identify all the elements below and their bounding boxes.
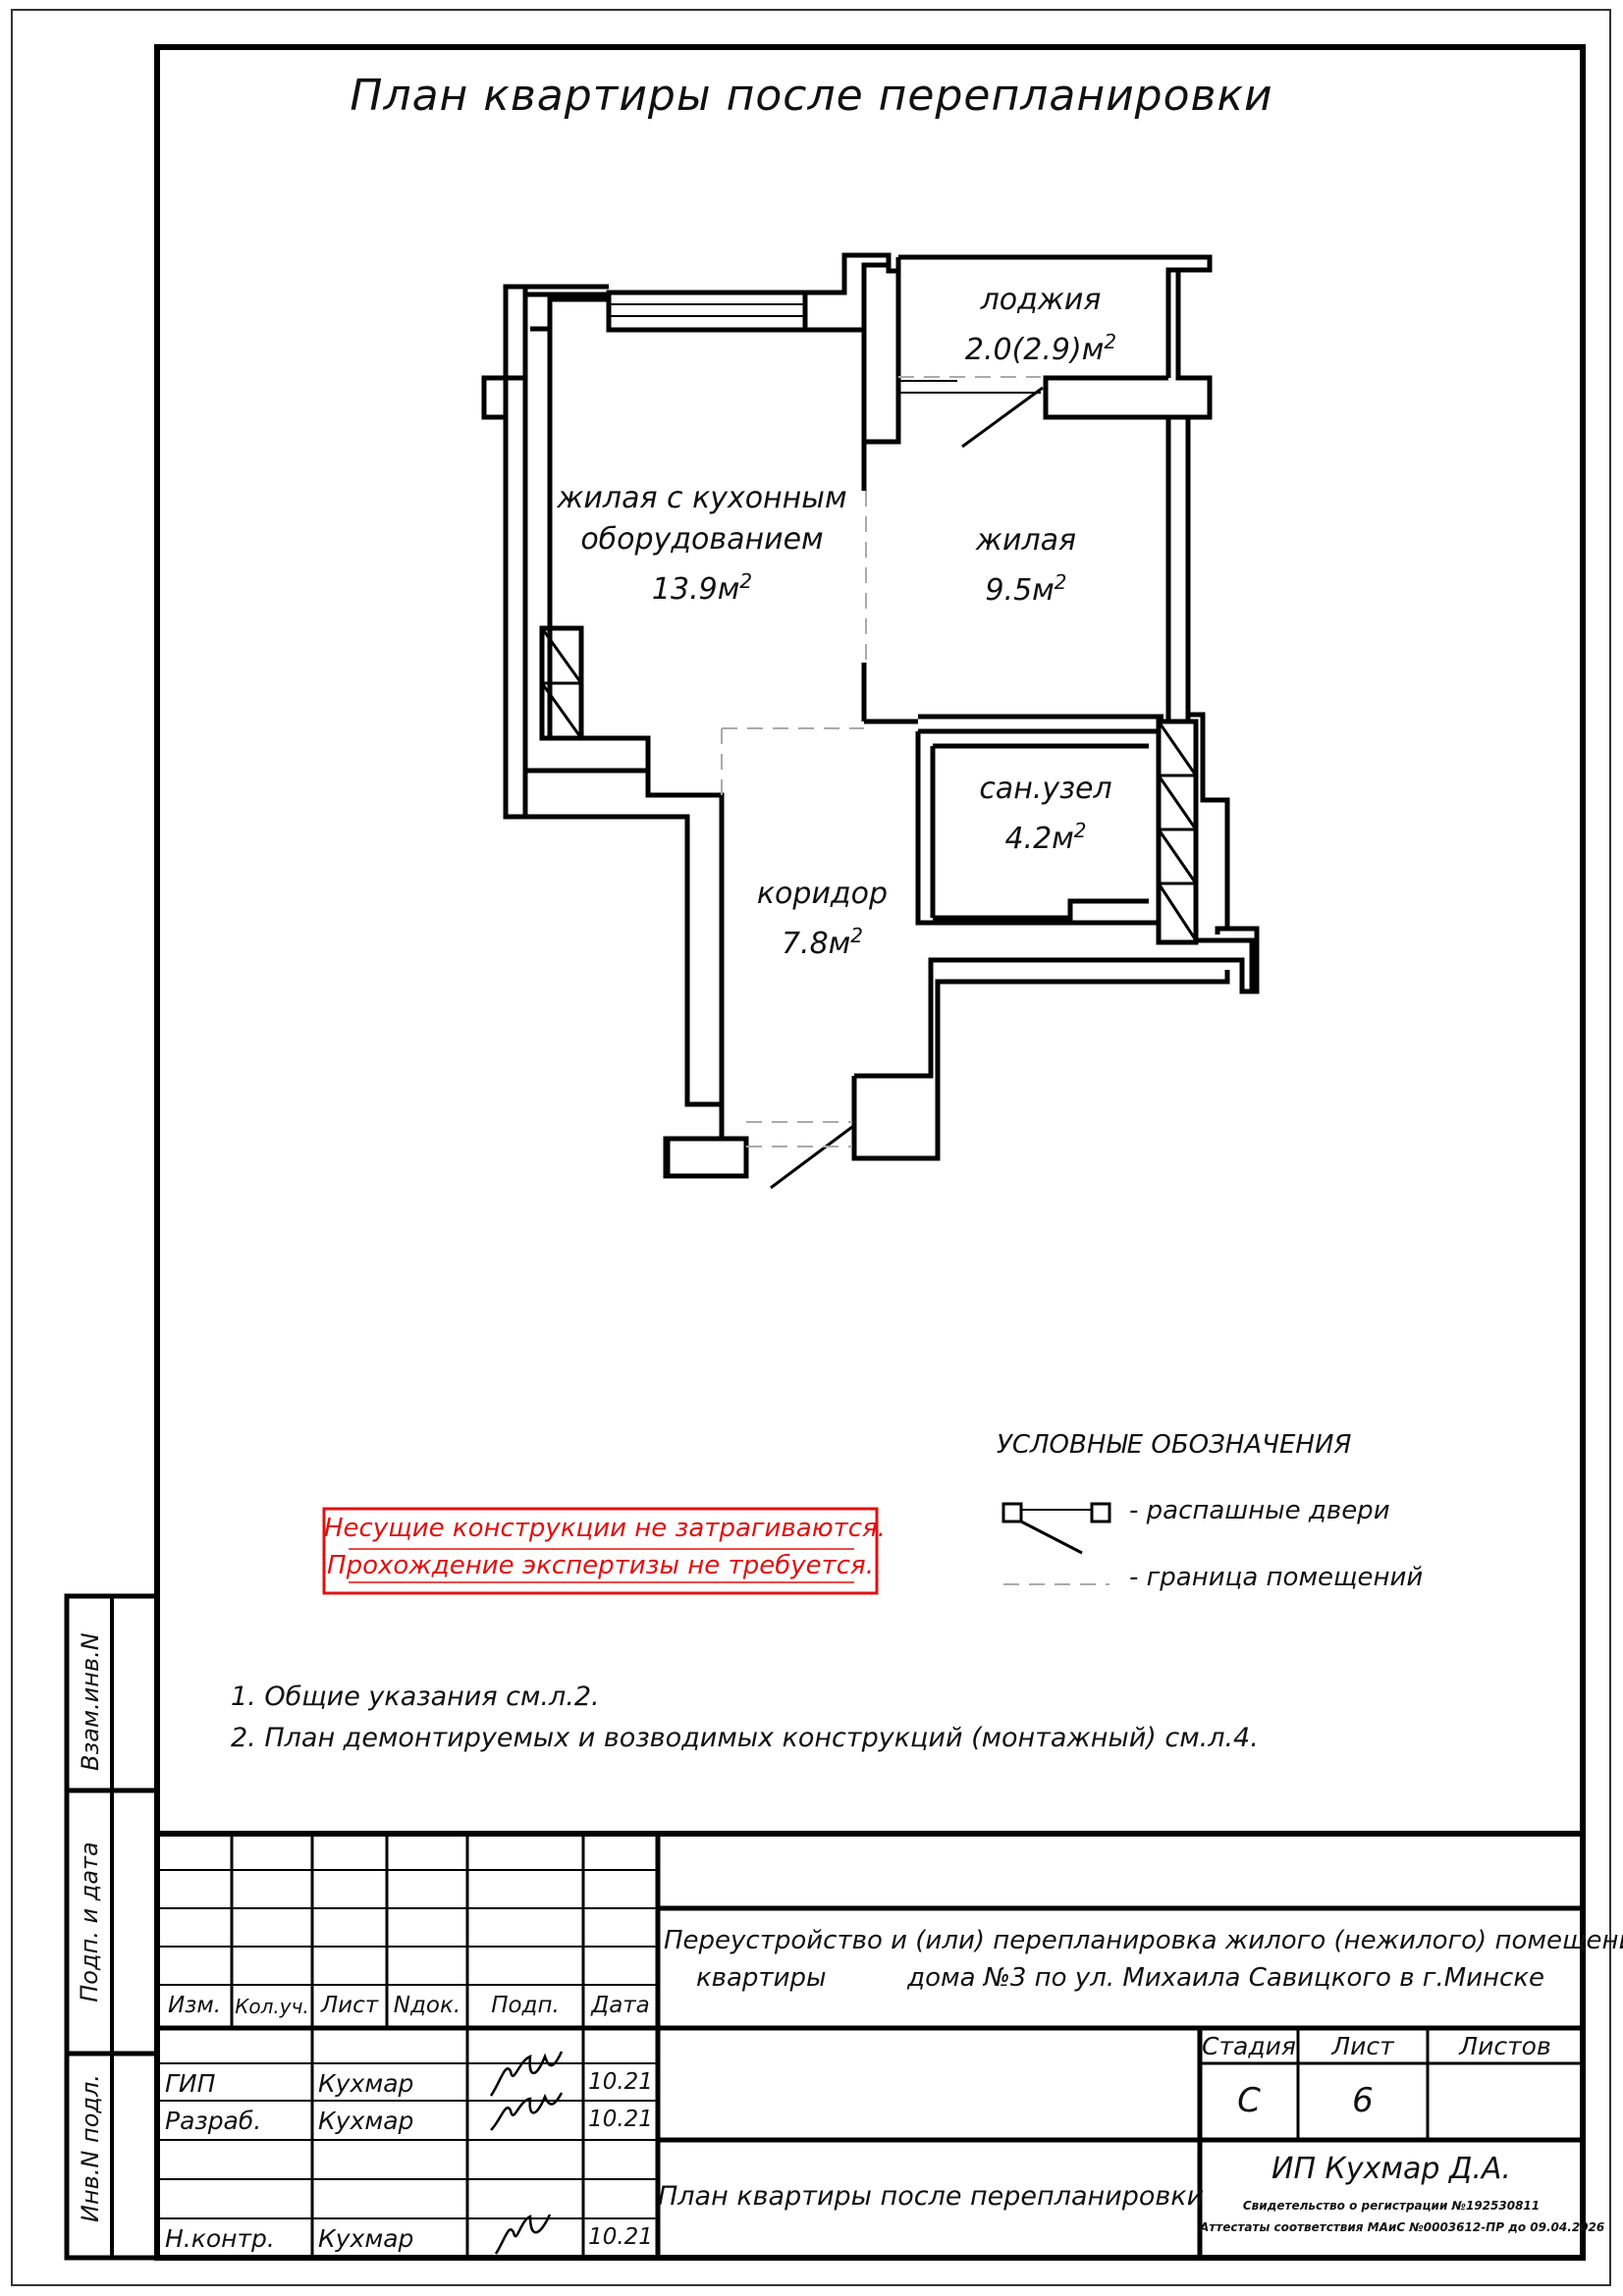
stamp-name-gip: Кухмар	[318, 2069, 414, 2098]
room-area-loggia: 2.0(2.9)м2	[964, 330, 1117, 367]
stamp-header-podp: Подп.	[491, 1993, 560, 2018]
warning-line-2: Прохождение экспертизы не требуется.	[327, 1551, 874, 1580]
side-label-replace-inv: Взам.инв.N	[77, 1632, 104, 1771]
warning-box	[322, 1507, 879, 1595]
stamp-name-razrab: Кухмар	[318, 2107, 414, 2135]
door-swings	[770, 380, 1044, 1190]
legend-title: УСЛОВНЫЕ ОБОЗНАЧЕНИЯ	[997, 1430, 1352, 1460]
stamp-role-razrab: Разраб.	[165, 2107, 262, 2135]
stamp-role-nkontr: Н.контр.	[165, 2224, 275, 2253]
stage-value: С	[1237, 2081, 1261, 2120]
room-area-corridor: 7.8м2	[781, 924, 864, 961]
stage-label: Стадия	[1202, 2032, 1296, 2060]
room-area-living-kitchen: 13.9м2	[651, 569, 753, 607]
room-name-living-kitchen-1: жилая с кухонным	[557, 481, 847, 515]
room-name-living-kitchen-2: оборудованием	[580, 522, 824, 557]
side-stamp-columns	[64, 1593, 160, 2261]
room-area-living: 9.5м2	[985, 570, 1067, 608]
signature-1	[489, 2051, 564, 2097]
org-attestation: Аттестаты соответствия МАиС №0003612-ПР …	[1200, 2220, 1605, 2234]
note-2: 2. План демонтируемых и возводимых конст…	[231, 1723, 1259, 1753]
stamp-name-nkontr: Кухмар	[318, 2224, 414, 2253]
org-name: ИП Кухмар Д.А.	[1271, 2152, 1511, 2186]
stamp-date-razrab: 10.21	[588, 2107, 653, 2132]
stamp-date-gip: 10.21	[588, 2069, 653, 2095]
signature-2	[490, 2092, 564, 2131]
drawing-frame	[154, 44, 1586, 2261]
room-label-living: жилая 9.5м2	[957, 520, 1095, 612]
floor-plan	[481, 252, 1260, 1179]
drawing-name: План квартиры после перепланировки	[658, 2181, 1205, 2212]
sheet-label: Лист	[1331, 2032, 1394, 2060]
room-name-loggia: лоджия	[980, 283, 1102, 317]
project-description-line-2: квартиры дома №3 по ул. Михаила Савицког…	[695, 1963, 1545, 1993]
room-name-living: жилая	[975, 523, 1077, 558]
room-label-bathroom: сан.узел 4.2м2	[967, 769, 1124, 860]
room-label-loggia: лоджия 2.0(2.9)м2	[943, 280, 1139, 371]
stamp-header-list: Лист	[320, 1993, 379, 2018]
stamp-role-gip: ГИП	[165, 2069, 216, 2098]
stamp-header-kol: Кол.уч.	[235, 1995, 309, 2018]
page-title: План квартиры после перепланировки	[350, 71, 1273, 121]
legend-door-symbol	[1001, 1502, 1111, 1555]
room-boundaries	[721, 376, 1041, 1148]
note-1: 1. Общие указания см.л.2.	[231, 1682, 600, 1712]
sheet-value: 6	[1352, 2081, 1374, 2120]
stamp-date-nkontr: 10.21	[588, 2224, 653, 2250]
room-name-bathroom: сан.узел	[979, 772, 1112, 806]
stamp-header-date: Дата	[591, 1993, 650, 2018]
org-registration: Свидетельство о регистрации №192530811	[1242, 2199, 1541, 2213]
outer-sheet-border	[11, 9, 1611, 2286]
title-block-grid	[157, 1831, 1583, 2258]
room-label-living-kitchen: жилая с кухонным оборудованием 13.9м2	[550, 478, 854, 611]
side-label-inv-orig: Инв.N подл.	[77, 2074, 104, 2222]
room-name-corridor: коридор	[756, 877, 889, 911]
sheets-label: Листов	[1459, 2032, 1551, 2060]
room-area-bathroom: 4.2м2	[1004, 819, 1087, 856]
warning-line-1: Несущие конструкции не затрагиваются.	[324, 1514, 886, 1543]
signature-3	[494, 2214, 552, 2255]
legend-boundary-label: - граница помещений	[1129, 1563, 1424, 1592]
stamp-header-izm: Изм.	[167, 1993, 222, 2018]
legend-door-label: - распашные двери	[1129, 1496, 1390, 1525]
side-label-sign-date: Подп. и дата	[76, 1842, 103, 2002]
project-description-line-1: Переустройство и (или) перепланировка жи…	[664, 1926, 1623, 1955]
room-label-corridor: коридор 7.8м2	[741, 874, 903, 965]
stamp-header-ndok: Nдок.	[393, 1993, 461, 2018]
